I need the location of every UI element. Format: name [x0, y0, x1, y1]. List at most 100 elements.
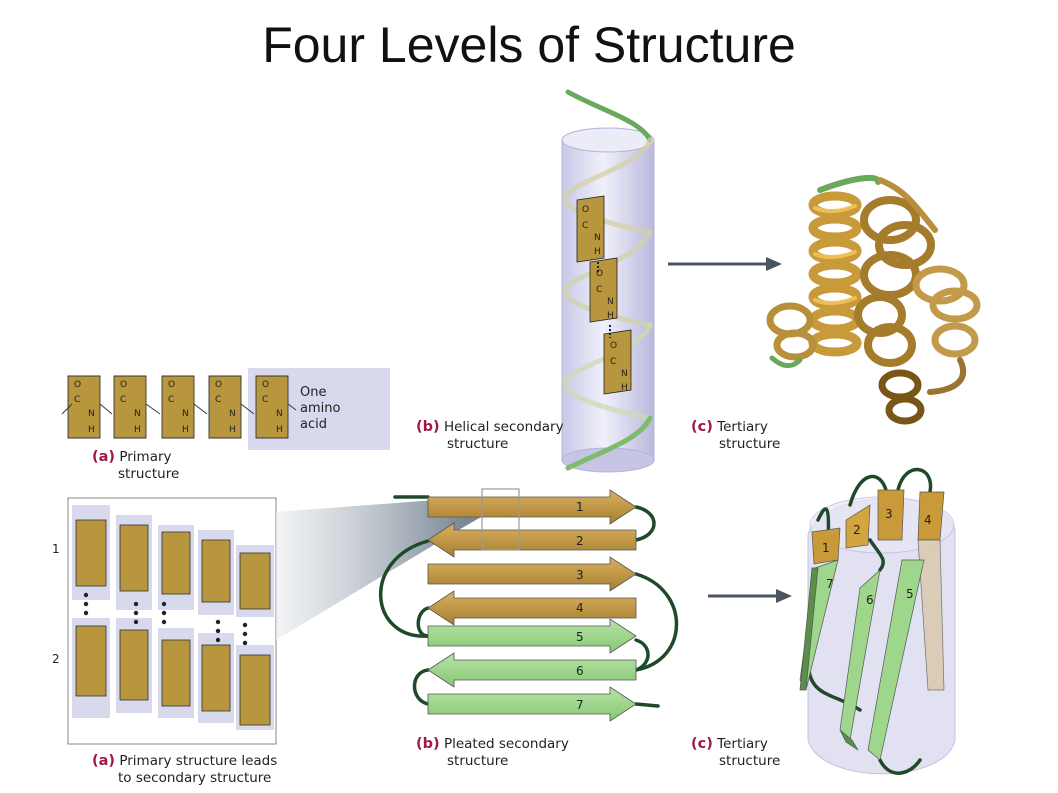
caption-line2: structure [719, 753, 781, 769]
caption-line1: Primary structure leads [119, 753, 278, 769]
svg-text:H: H [182, 425, 189, 435]
chain-label-1: 1 [52, 542, 60, 556]
caption-primary-structure: (a) Primary structure [92, 449, 179, 483]
svg-text:C: C [215, 395, 221, 405]
svg-text:O: O [168, 380, 175, 390]
primary-chain [61, 375, 297, 439]
svg-text:O: O [596, 269, 603, 279]
svg-text:H: H [276, 425, 283, 435]
svg-text:5: 5 [906, 587, 914, 601]
svg-text:H: H [88, 425, 95, 435]
svg-text:H: H [229, 425, 236, 435]
amino-acid-label-line3: acid [300, 417, 327, 432]
arrow-sheet-to-barrel [708, 589, 792, 603]
amino-acid-label-line2: amino [300, 401, 341, 416]
svg-text:H: H [621, 383, 628, 393]
svg-text:C: C [582, 221, 588, 231]
beta-strand-6 [427, 652, 637, 688]
beta-strand-3 [427, 556, 637, 592]
caption-line1: Tertiary [717, 419, 768, 435]
beta-strand-1 [427, 489, 637, 525]
caption-line2: to secondary structure [118, 770, 272, 786]
svg-text:O: O [74, 380, 81, 390]
caption-helical-secondary: (b) Helical secondary structure [416, 419, 564, 453]
selection-box [481, 488, 520, 551]
helix-plate-atoms: O C N H O C N H O C N H [582, 205, 628, 393]
sheet-connecting-loops [378, 495, 679, 708]
amino-acid-label: One amino acid [300, 385, 340, 433]
caption-tag: (c) [691, 736, 713, 752]
svg-text:6: 6 [576, 664, 584, 678]
svg-text:C: C [168, 395, 174, 405]
caption-tag: (b) [416, 736, 440, 752]
svg-text:N: N [134, 409, 141, 419]
svg-text:C: C [610, 357, 616, 367]
svg-text:O: O [582, 205, 589, 215]
beta-strands [427, 489, 637, 722]
beta-strand-7 [427, 686, 637, 722]
svg-text:N: N [229, 409, 236, 419]
svg-text:3: 3 [885, 507, 893, 521]
svg-text:7: 7 [826, 577, 834, 591]
caption-tag: (a) [92, 449, 116, 465]
svg-text:O: O [120, 380, 127, 390]
zoom-funnel [276, 498, 462, 640]
caption-line2: structure [118, 466, 180, 482]
amino-acid-label-line1: One [300, 385, 327, 400]
svg-text:2: 2 [576, 534, 584, 548]
svg-text:5: 5 [576, 630, 584, 644]
beta-strand-numbers: 1 2 3 4 5 6 7 [576, 500, 584, 712]
sheet-chain-plates [75, 519, 271, 726]
chain-label-2: 2 [52, 652, 60, 666]
tertiary-helical-protein [766, 174, 981, 425]
caption-line1: Tertiary [717, 736, 768, 752]
svg-text:3: 3 [576, 568, 584, 582]
svg-text:O: O [215, 380, 222, 390]
svg-text:C: C [120, 395, 126, 405]
svg-text:C: C [74, 395, 80, 405]
beta-strand-4 [427, 590, 637, 626]
svg-text:6: 6 [866, 593, 874, 607]
caption-line2: structure [719, 436, 781, 452]
svg-text:N: N [621, 369, 628, 379]
svg-text:7: 7 [576, 698, 584, 712]
caption-tertiary-top: (c) Tertiary structure [691, 419, 780, 453]
svg-text:N: N [607, 297, 614, 307]
caption-tag: (b) [416, 419, 440, 435]
beta-strand-2 [427, 522, 637, 558]
svg-text:N: N [594, 233, 601, 243]
svg-text:N: N [276, 409, 283, 419]
caption-primary-to-secondary: (a) Primary structure leads to secondary… [92, 753, 277, 787]
svg-text:O: O [262, 380, 269, 390]
caption-line2: structure [447, 753, 509, 769]
svg-text:1: 1 [576, 500, 584, 514]
arrow-helix-to-tertiary [668, 257, 782, 271]
svg-text:H: H [134, 425, 141, 435]
svg-text:4: 4 [576, 601, 584, 615]
caption-pleated-secondary: (b) Pleated secondary structure [416, 736, 569, 770]
svg-text:4: 4 [924, 513, 932, 527]
caption-tag: (a) [92, 753, 116, 769]
helix-peptide-plates [576, 195, 632, 395]
svg-text:H: H [607, 311, 614, 321]
caption-tertiary-bottom: (c) Tertiary structure [691, 736, 780, 770]
caption-line1: Helical secondary [443, 419, 564, 435]
svg-text:C: C [262, 395, 268, 405]
svg-text:H: H [594, 247, 601, 257]
svg-text:1: 1 [822, 541, 830, 555]
caption-line1: Primary [119, 449, 172, 465]
caption-line1: Pleated secondary [443, 736, 569, 752]
caption-line2: structure [447, 436, 509, 452]
svg-text:C: C [596, 285, 602, 295]
beta-strand-5 [427, 618, 637, 654]
svg-text:O: O [610, 341, 617, 351]
beta-barrel: 1 2 3 4 5 6 7 [799, 467, 956, 775]
svg-text:N: N [182, 409, 189, 419]
slide-title: Four Levels of Structure [262, 17, 796, 73]
svg-text:N: N [88, 409, 95, 419]
svg-text:2: 2 [853, 523, 861, 537]
sheet-hydrogen-bonds [83, 592, 248, 646]
